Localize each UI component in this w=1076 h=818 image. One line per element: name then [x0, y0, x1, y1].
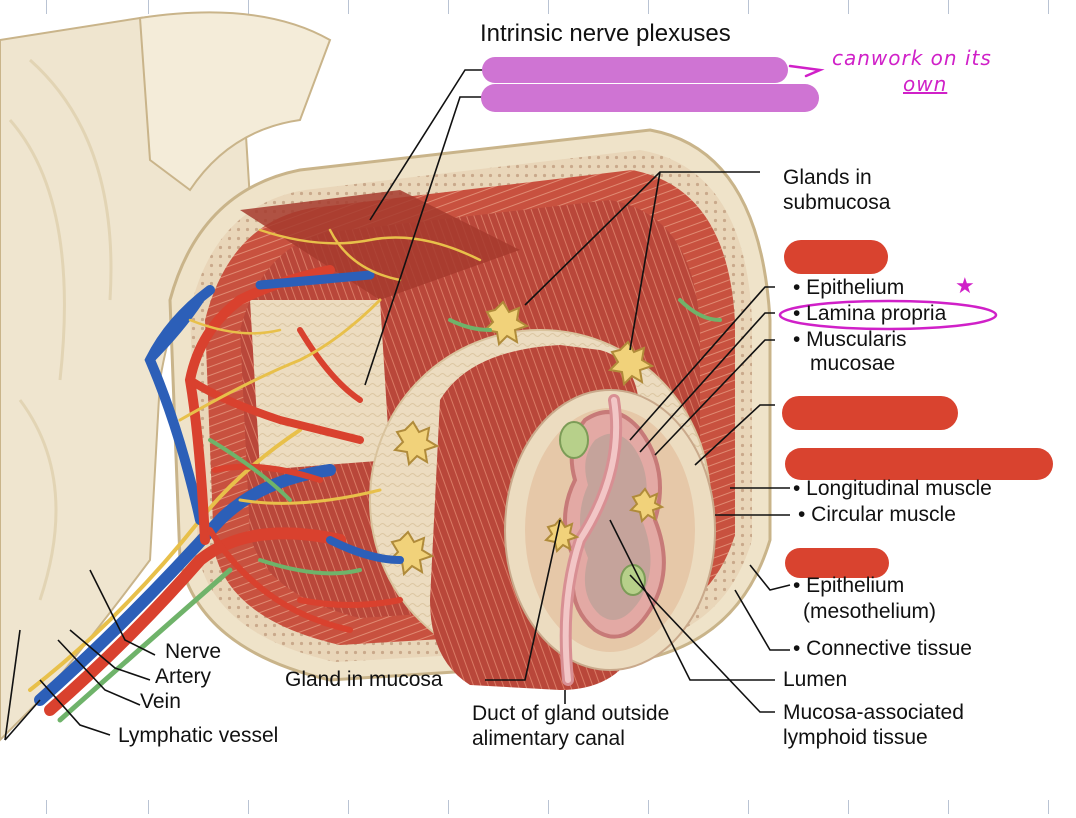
label-glands-submucosa-2: submucosa	[783, 191, 891, 214]
label-malt-2: lymphoid tissue	[783, 726, 928, 749]
ruler-tick	[448, 0, 449, 14]
label-duct-2: alimentary canal	[472, 727, 625, 750]
ruler-tick	[948, 800, 949, 814]
ruler-tick	[748, 800, 749, 814]
glands	[387, 300, 665, 577]
label-nerve: Nerve	[165, 640, 222, 663]
label-glands-submucosa-1: Glands in	[783, 166, 872, 189]
label-vein: Vein	[140, 690, 181, 713]
mesentery	[0, 11, 332, 742]
label-circular-muscle: • Circular muscle	[798, 503, 956, 526]
label-epithelium-mesothelium-2: (mesothelium)	[803, 600, 937, 623]
label-malt-1: Mucosa-associated	[783, 701, 964, 724]
label-connective-tissue: • Connective tissue	[793, 637, 972, 660]
ruler-tick	[448, 800, 449, 814]
leader-lines	[4, 69, 791, 741]
ruler-tick	[148, 800, 149, 814]
label-muscularis-2: mucosae	[810, 352, 896, 375]
ruler-tick	[248, 800, 249, 814]
ruler-tick	[848, 0, 849, 14]
star-icon: ★	[955, 274, 976, 299]
ruler-tick	[348, 800, 349, 814]
label-lamina-propria: • Lamina propria	[793, 302, 947, 325]
vessels	[28, 228, 722, 723]
handwritten-note-2: own	[903, 72, 948, 96]
ruler-tick	[248, 0, 249, 14]
ruler-tick	[46, 800, 47, 814]
label-gland-in-mucosa: Gland in mucosa	[285, 668, 443, 691]
ruler-tick	[548, 0, 549, 14]
label-duct-1: Duct of gland outside	[472, 702, 670, 725]
ruler-tick	[46, 0, 47, 14]
redaction-purple	[481, 57, 998, 331]
ruler-tick	[1048, 0, 1049, 14]
ruler-tick	[948, 0, 949, 14]
label-intrinsic-nerve-plexuses: Intrinsic nerve plexuses	[480, 20, 731, 47]
handwritten-note-1: canwork on its	[832, 46, 992, 70]
ruler-tick	[648, 0, 649, 14]
label-lumen: Lumen	[783, 668, 848, 691]
ruler-tick	[548, 800, 549, 814]
label-muscularis-1: • Muscularis	[793, 328, 907, 351]
label-epithelium: • Epithelium	[793, 276, 905, 299]
label-lymphatic-vessel: Lymphatic vessel	[118, 724, 279, 747]
redaction-red	[782, 240, 1053, 578]
ruler-tick	[348, 0, 349, 14]
ruler-tick	[748, 0, 749, 14]
mucosa-cylinder	[430, 345, 716, 690]
ruler-tick	[648, 800, 649, 814]
label-longitudinal-muscle: • Longitudinal muscle	[793, 477, 992, 500]
ruler-tick	[848, 800, 849, 814]
ruler-tick	[1048, 800, 1049, 814]
label-epithelium-mesothelium-1: • Epithelium	[793, 574, 905, 597]
label-artery: Artery	[155, 665, 212, 688]
ruler-tick	[148, 0, 149, 14]
